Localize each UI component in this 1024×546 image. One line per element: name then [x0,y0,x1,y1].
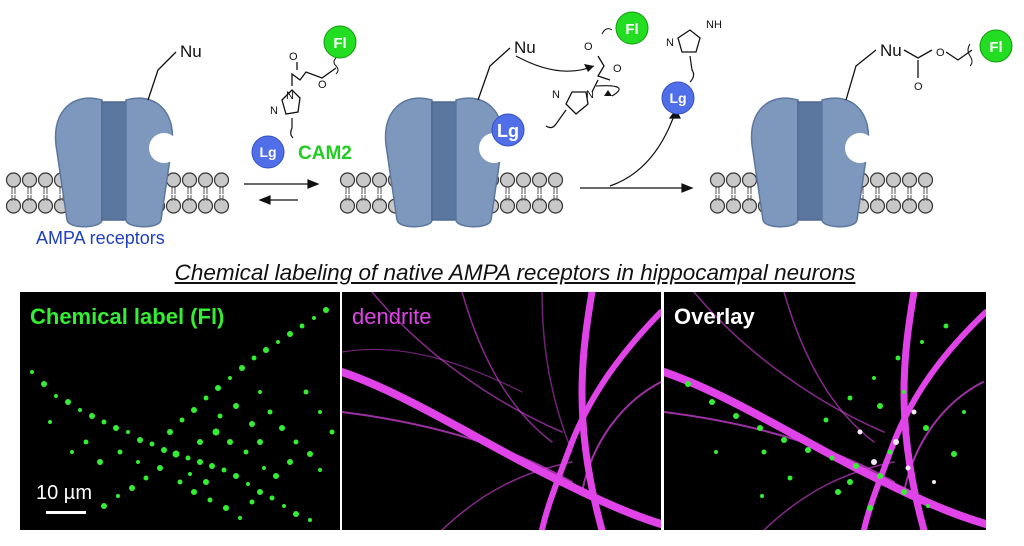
ampa-receptor-1 [54,97,180,228]
dendrite-image [342,292,661,530]
released-leaving-group: NH N Lg [661,19,722,115]
ampa-receptor-3 [750,97,876,228]
equilibrium-arrows [244,179,320,205]
svg-text:Lg: Lg [497,121,519,141]
svg-text:Fl: Fl [625,21,638,38]
panel-label-dendrite: dendrite [352,304,432,329]
labeled-product: O O Fl [903,29,1013,93]
svg-text:Fl: Fl [989,39,1002,56]
svg-text:O: O [289,51,298,63]
panel-label-overlay: Overlay [674,304,755,329]
chemical-label-image [30,307,335,522]
nu-label-2: Nu [514,38,536,57]
svg-text:N: N [286,90,294,102]
svg-text:O: O [936,47,945,59]
cam2-label: CAM2 [298,143,352,164]
svg-text:O: O [318,79,327,91]
figure-title: Chemical labeling of native AMPA recepto… [174,260,856,285]
panel-label-chemical: Chemical label (Fl) [30,304,225,329]
svg-text:Lg: Lg [259,144,276,160]
svg-text:NH: NH [706,19,722,31]
ampa-receptor-2 [384,97,510,228]
svg-text:O: O [613,63,622,75]
panel-dendrite: dendrite [342,292,661,530]
panel-chemical-label: Chemical label (Fl) 10 µm [20,292,340,530]
nu-linker-1 [147,51,177,101]
svg-text:N: N [270,105,278,117]
scale-bar [46,511,86,514]
svg-text:N: N [586,89,594,101]
scale-bar-label: 10 µm [36,482,92,504]
bound-probe-complex: Fl O O N N Lg [491,11,649,147]
panel-overlay: Overlay [664,292,986,530]
nu-label-3: Nu [880,41,902,60]
svg-text:O: O [584,41,593,53]
receptor-label: AMPA receptors [36,228,165,248]
labeling-scheme: Nu AMPA receptors Fl O O N N Lg CAM2 Nu [5,11,1013,248]
svg-text:Lg: Lg [669,90,686,106]
svg-text:O: O [914,81,923,93]
overlay-image [664,292,986,530]
reaction-arrow [580,108,694,193]
cam2-probe: Fl O O N N Lg CAM2 [251,25,357,169]
svg-text:N: N [552,89,560,101]
svg-text:N: N [666,37,674,49]
svg-text:Fl: Fl [333,35,346,52]
nu-label-1: Nu [180,42,202,61]
